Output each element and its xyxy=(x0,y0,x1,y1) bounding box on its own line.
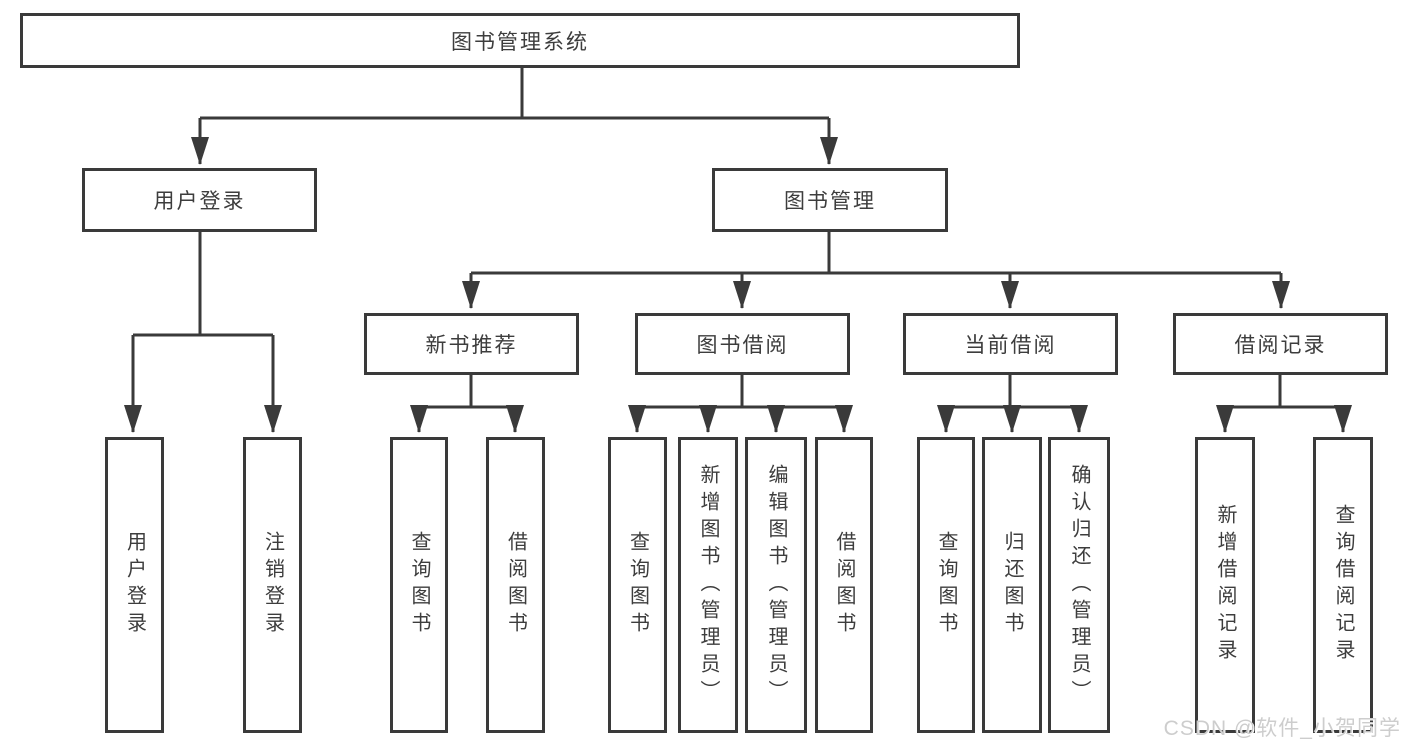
leaf-query-books-current: 查询图书 xyxy=(917,437,975,733)
leaf-return-books: 归还图书 xyxy=(982,437,1042,733)
leaf-borrow-books: 借阅图书 xyxy=(815,437,873,733)
watermark-text: CSDN @软件_小贺同学 xyxy=(1163,717,1401,740)
leaf-query-borrow-record: 查询借阅记录 xyxy=(1313,437,1373,733)
node-user-login: 用户登录 xyxy=(82,168,317,232)
leaf-confirm-return-admin: 确认归还（管理员） xyxy=(1048,437,1110,733)
node-book-management: 图书管理 xyxy=(712,168,948,232)
node-new-book-recommend: 新书推荐 xyxy=(364,313,579,375)
leaf-query-books-recommend: 查询图书 xyxy=(390,437,448,733)
node-borrowing-records: 借阅记录 xyxy=(1173,313,1388,375)
leaf-logout: 注销登录 xyxy=(243,437,302,733)
leaf-user-login: 用户登录 xyxy=(105,437,164,733)
leaf-add-borrow-record: 新增借阅记录 xyxy=(1195,437,1255,733)
leaf-borrow-books-recommend: 借阅图书 xyxy=(486,437,545,733)
node-current-borrowing: 当前借阅 xyxy=(903,313,1118,375)
node-book-borrowing: 图书借阅 xyxy=(635,313,850,375)
node-library-management-system: 图书管理系统 xyxy=(20,13,1020,68)
leaf-edit-book-admin: 编辑图书（管理员） xyxy=(745,437,807,733)
leaf-add-book-admin: 新增图书（管理员） xyxy=(678,437,738,733)
leaf-query-books-borrowing: 查询图书 xyxy=(608,437,667,733)
